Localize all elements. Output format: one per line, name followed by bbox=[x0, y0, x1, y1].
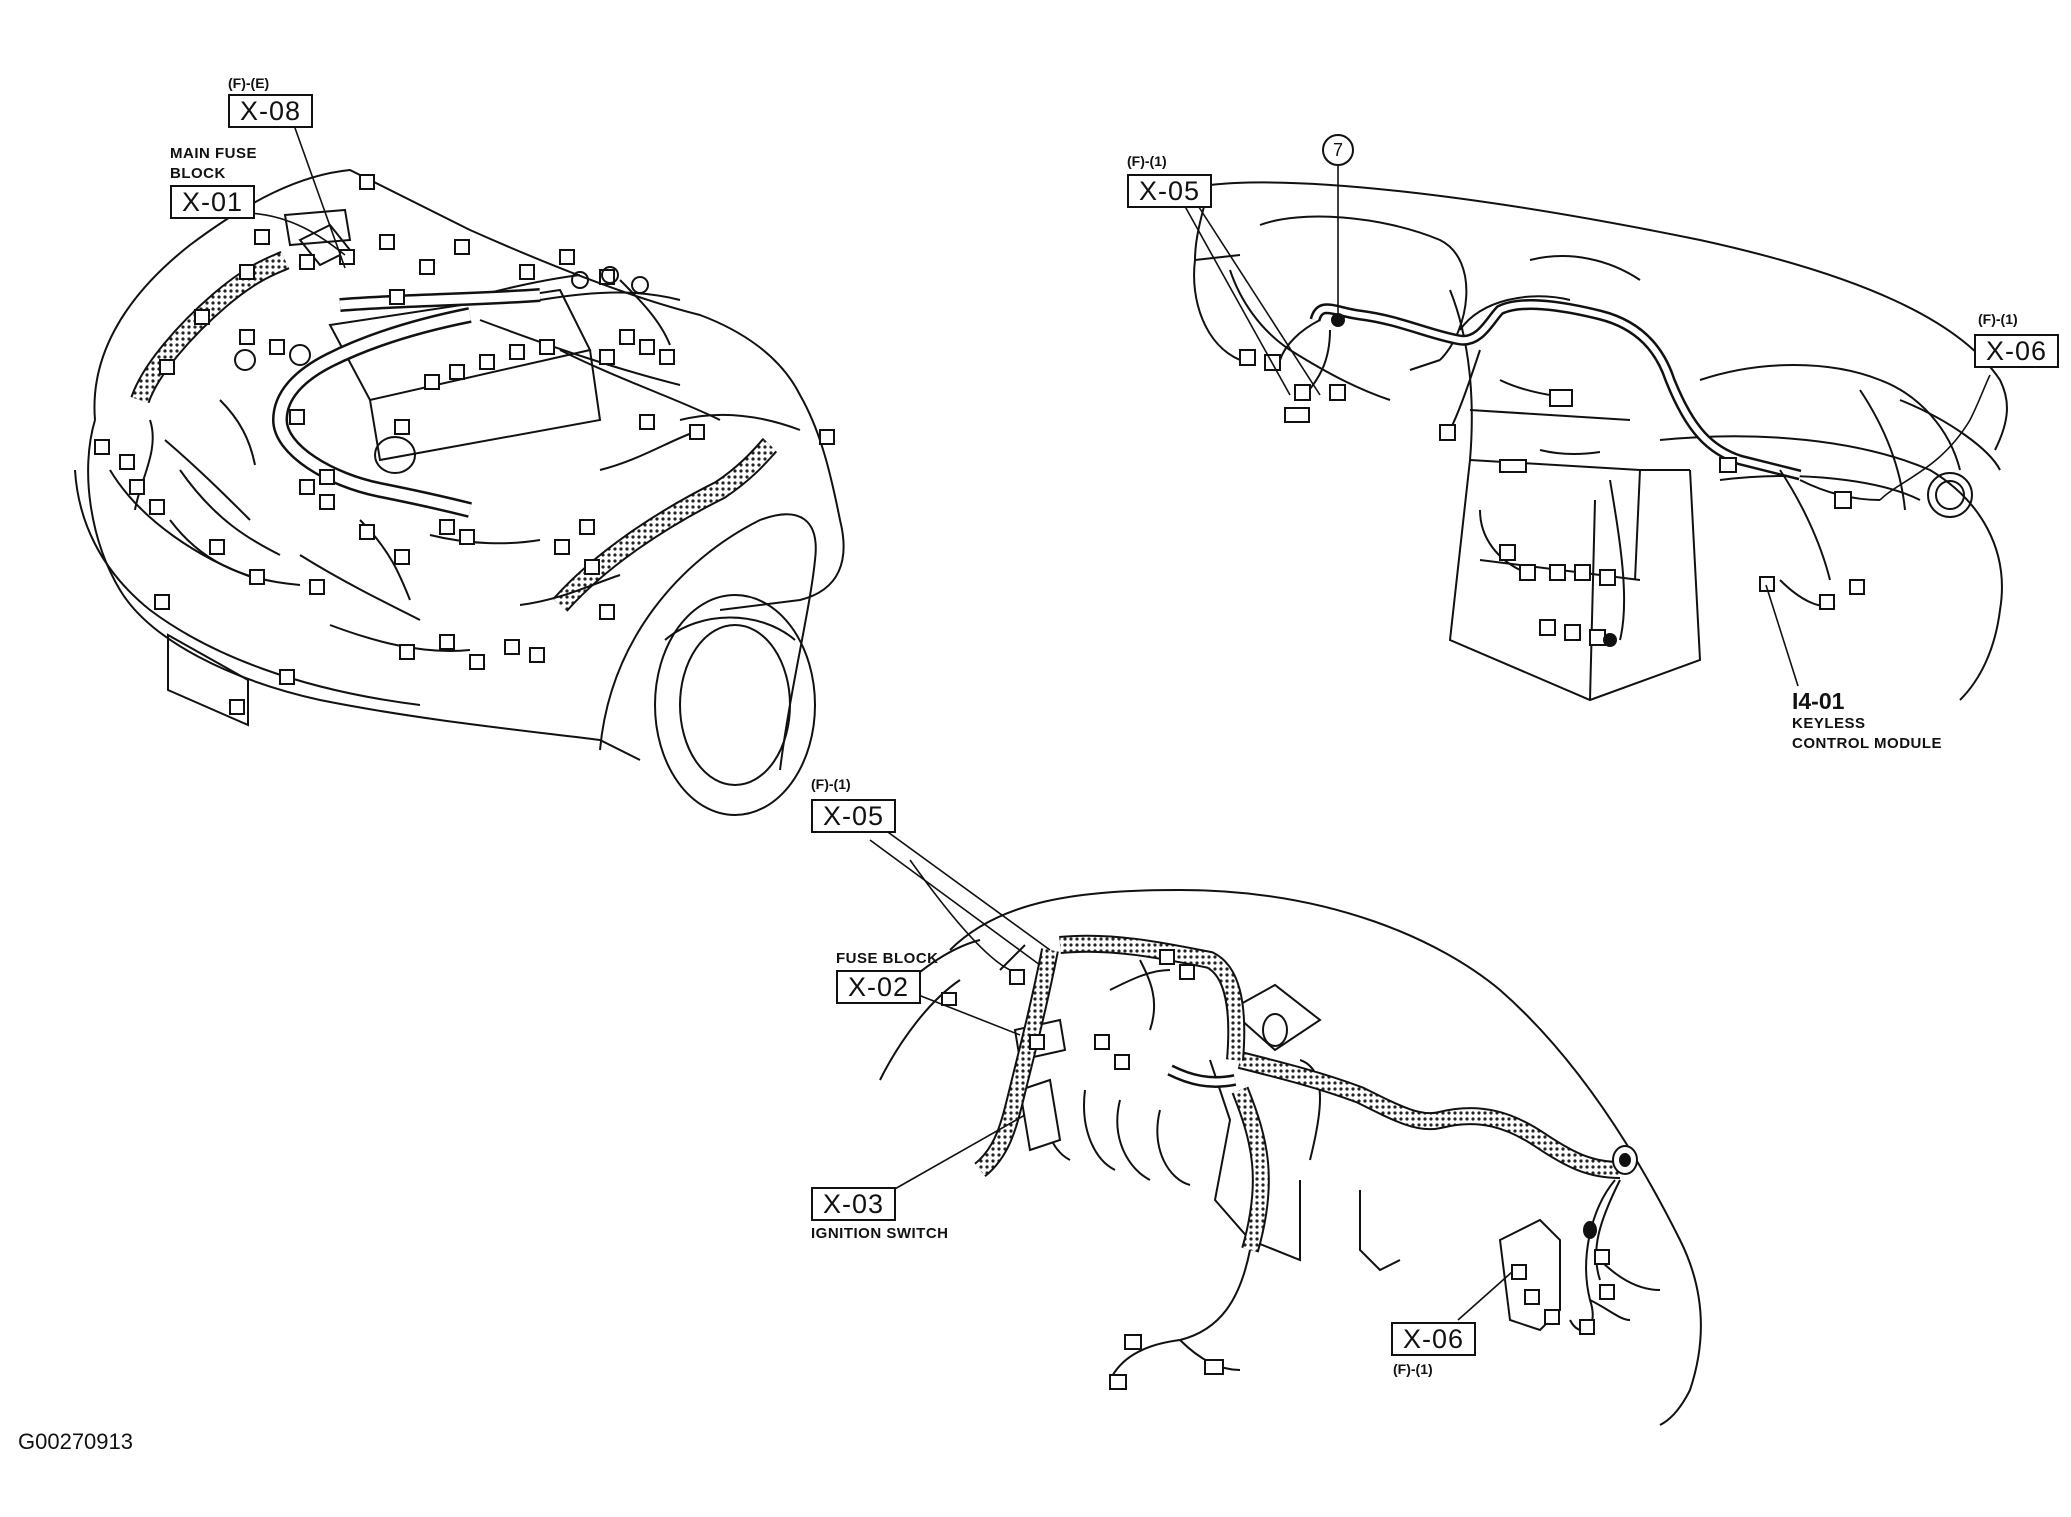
i401-name-line1: KEYLESS bbox=[1792, 715, 1866, 732]
x05-bottom-leader-line bbox=[884, 829, 1051, 951]
instrument-panel-drawing bbox=[1181, 164, 2008, 702]
x01-name-line2: BLOCK bbox=[170, 165, 226, 182]
callout-7: 7 bbox=[1322, 134, 1354, 166]
x02-name: FUSE BLOCK bbox=[836, 950, 939, 967]
x05-bottom-leader-line-2 bbox=[869, 839, 1041, 966]
x01-name-line1: MAIN FUSE bbox=[170, 145, 257, 162]
x08-leader-line bbox=[294, 127, 346, 269]
license-plate-outline bbox=[167, 633, 249, 727]
front-wheel-arch bbox=[599, 513, 817, 771]
x08-prefix: (F)-(E) bbox=[228, 75, 270, 91]
x03-leader-line bbox=[892, 1114, 1026, 1191]
i401-name-line2: CONTROL MODULE bbox=[1792, 735, 1943, 752]
x06-bottom-code-box: X-06 bbox=[1391, 1322, 1477, 1356]
x03-code-box: X-03 bbox=[811, 1187, 897, 1221]
x05-top-leader-line bbox=[1194, 200, 1321, 396]
x05-bottom-code-box: X-05 bbox=[811, 799, 897, 833]
x05-top-code-box: X-05 bbox=[1127, 174, 1213, 208]
front-tire bbox=[654, 594, 816, 816]
dashboard-harness-drawing bbox=[869, 829, 1702, 1426]
x05-top-leader-line-2 bbox=[1181, 200, 1291, 396]
i401-leader-line bbox=[1765, 584, 1799, 687]
x01-leader-line bbox=[247, 212, 346, 256]
x06-bottom-suffix: (F)-(1) bbox=[1393, 1361, 1433, 1377]
x05-top-prefix: (F)-(1) bbox=[1127, 153, 1167, 169]
x01-code-box: X-01 bbox=[170, 185, 256, 219]
x08-code-box: X-08 bbox=[228, 94, 314, 128]
figure-id: G00270913 bbox=[18, 1429, 133, 1454]
x03-name: IGNITION SWITCH bbox=[811, 1225, 949, 1242]
x06-bottom-leader-line bbox=[1457, 1271, 1513, 1321]
x02-code-box: X-02 bbox=[836, 970, 922, 1004]
i401-code: I4-01 bbox=[1792, 688, 1845, 714]
x06-top-prefix: (F)-(1) bbox=[1978, 311, 2018, 327]
engine-compartment-drawing bbox=[74, 127, 845, 816]
x05-bottom-prefix: (F)-(1) bbox=[811, 776, 851, 792]
x06-top-code-box: X-06 bbox=[1974, 334, 2060, 368]
